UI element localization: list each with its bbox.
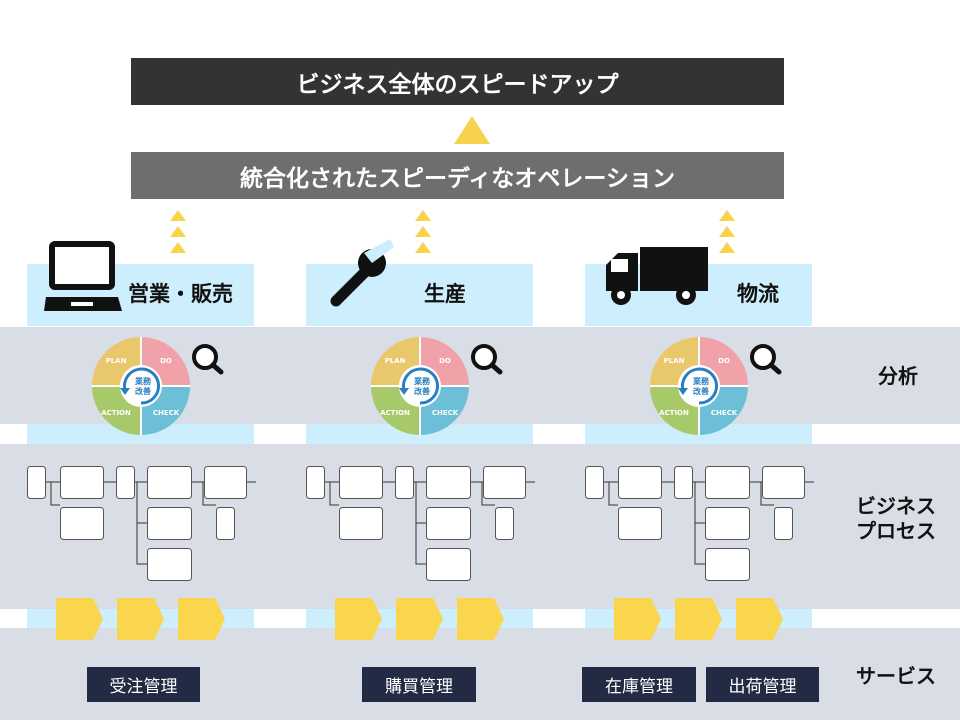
chevron-arrows-icon	[56, 598, 225, 640]
pdca-cycle: PLAN DO ACTION CHECK 業務 改善	[650, 337, 782, 435]
pdca-do-label: DO	[160, 357, 172, 365]
chevron-arrows-icon	[335, 598, 504, 640]
service-inventory-management: 在庫管理	[582, 667, 696, 702]
pdca-center-line2: 改善	[693, 386, 709, 396]
row-label-process-line2: プロセス	[856, 519, 936, 543]
service-purchase-management: 購買管理	[362, 667, 476, 702]
small-arrows-icon	[170, 210, 186, 253]
process-flow-diagram	[27, 466, 256, 581]
pdca-plan-label: PLAN	[385, 357, 406, 365]
pdca-do-label: DO	[439, 357, 451, 365]
process-flow-diagram	[585, 466, 814, 581]
pdca-action-label: ACTION	[380, 409, 410, 417]
integration-text: 統合化されたスピーディなオペレーション	[240, 165, 675, 192]
service-shipping-management: 出荷管理	[706, 667, 819, 702]
pdca-center-line1: 業務	[134, 376, 152, 386]
row-label-process-line1: ビジネス	[856, 494, 936, 518]
pdca-action-label: ACTION	[101, 409, 131, 417]
row-label-process: ビジネス プロセス	[836, 494, 956, 544]
top-goal-bar: ビジネス全体のスピードアップ	[131, 58, 784, 105]
column-title-production: 生産	[424, 282, 466, 306]
pdca-check-label: CHECK	[432, 409, 459, 417]
pdca-center-line1: 業務	[413, 376, 431, 386]
laptop-icon	[44, 241, 122, 311]
column-title-logistics: 物流	[737, 282, 779, 306]
pdca-center-line1: 業務	[692, 376, 710, 386]
integration-bar: 統合化されたスピーディなオペレーション	[131, 152, 784, 199]
pdca-cycle: PLAN DO ACTION CHECK 業務 改善	[92, 337, 224, 435]
wrench-icon	[330, 239, 394, 307]
small-arrows-icon	[719, 210, 735, 253]
pdca-plan-label: PLAN	[664, 357, 685, 365]
magnifier-icon	[471, 344, 503, 375]
row-label-service: サービス	[856, 664, 936, 688]
column-title-sales: 営業・販売	[128, 282, 233, 306]
pdca-check-label: CHECK	[153, 409, 180, 417]
magnifier-icon	[192, 344, 224, 375]
truck-icon	[606, 247, 708, 305]
pdca-action-label: ACTION	[659, 409, 689, 417]
chevron-arrows-icon	[614, 598, 783, 640]
top-goal-text: ビジネス全体のスピードアップ	[296, 71, 619, 98]
row-label-analysis: 分析	[878, 364, 918, 388]
small-arrows-icon	[415, 210, 431, 253]
pdca-do-label: DO	[718, 357, 730, 365]
up-arrow-icon	[454, 116, 490, 144]
service-order-management: 受注管理	[87, 667, 200, 702]
pdca-center-line2: 改善	[414, 386, 430, 396]
pdca-check-label: CHECK	[711, 409, 738, 417]
pdca-center-line2: 改善	[135, 386, 151, 396]
pdca-plan-label: PLAN	[106, 357, 127, 365]
magnifier-icon	[750, 344, 782, 375]
process-flow-diagram	[306, 466, 535, 581]
pdca-cycle: PLAN DO ACTION CHECK 業務 改善	[371, 337, 503, 435]
